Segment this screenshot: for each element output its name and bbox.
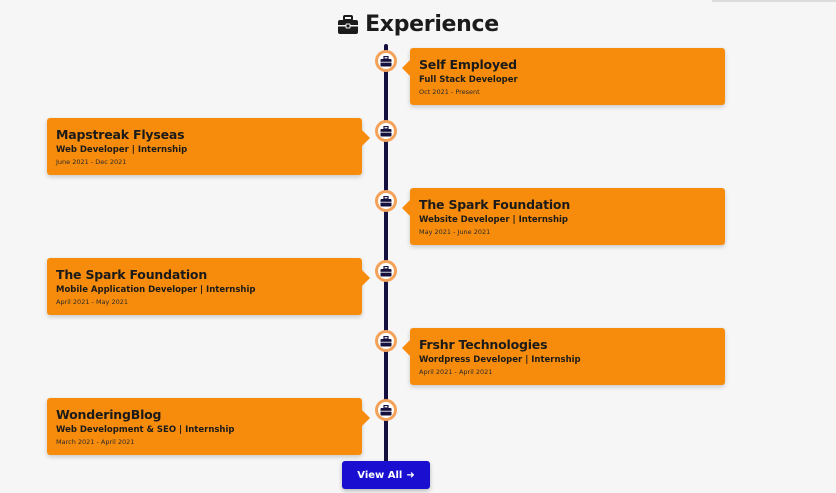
briefcase-icon xyxy=(380,125,392,136)
company-name: WonderingBlog xyxy=(56,407,162,422)
job-role: Website Developer | Internship xyxy=(419,215,569,225)
timeline-node xyxy=(375,120,397,142)
arrow-right-icon: ➜ xyxy=(406,469,415,481)
briefcase-icon xyxy=(380,55,392,66)
company-name: The Spark Foundation xyxy=(56,267,208,282)
section-heading: Experience xyxy=(0,12,836,37)
briefcase-icon xyxy=(380,195,392,206)
company-name: Frshr Technologies xyxy=(419,337,548,352)
job-role: Wordpress Developer | Internship xyxy=(419,355,581,365)
experience-card: The Spark Foundation Website Developer |… xyxy=(402,188,725,245)
timeline-line xyxy=(384,44,388,464)
company-name: The Spark Foundation xyxy=(419,197,571,212)
briefcase-icon xyxy=(380,265,392,276)
job-period: April 2021 - May 2021 xyxy=(56,298,128,306)
job-role: Web Development & SEO | Internship xyxy=(56,425,235,435)
job-period: June 2021 - Dec 2021 xyxy=(56,158,127,166)
job-role: Full Stack Developer xyxy=(419,75,518,85)
job-period: Oct 2021 - Present xyxy=(419,88,480,96)
job-period: March 2021 - April 2021 xyxy=(56,438,135,446)
job-period: May 2021 - June 2021 xyxy=(419,228,491,236)
job-role: Web Developer | Internship xyxy=(56,145,188,155)
briefcase-icon xyxy=(338,14,359,34)
view-all-button[interactable]: View All ➜ xyxy=(342,461,430,489)
company-name: Self Employed xyxy=(419,57,517,72)
timeline-node xyxy=(375,190,397,212)
timeline-node xyxy=(375,330,397,352)
experience-card: The Spark Foundation Mobile Application … xyxy=(47,258,370,315)
company-name: Mapstreak Flyseas xyxy=(56,127,185,142)
experience-card: WonderingBlog Web Development & SEO | In… xyxy=(47,398,370,455)
timeline-node xyxy=(375,50,397,72)
view-all-label: View All xyxy=(357,469,403,481)
section-title: Experience xyxy=(365,12,499,37)
briefcase-icon xyxy=(380,335,392,346)
job-role: Mobile Application Developer | Internshi… xyxy=(56,285,256,295)
timeline-node xyxy=(375,260,397,282)
job-period: April 2021 - April 2021 xyxy=(419,368,493,376)
timeline-node xyxy=(375,399,397,421)
briefcase-icon xyxy=(380,404,392,415)
top-divider xyxy=(712,0,836,2)
experience-card: Mapstreak Flyseas Web Developer | Intern… xyxy=(47,118,370,175)
experience-card: Self Employed Full Stack Developer Oct 2… xyxy=(402,48,725,105)
experience-card: Frshr Technologies Wordpress Developer |… xyxy=(402,328,725,385)
